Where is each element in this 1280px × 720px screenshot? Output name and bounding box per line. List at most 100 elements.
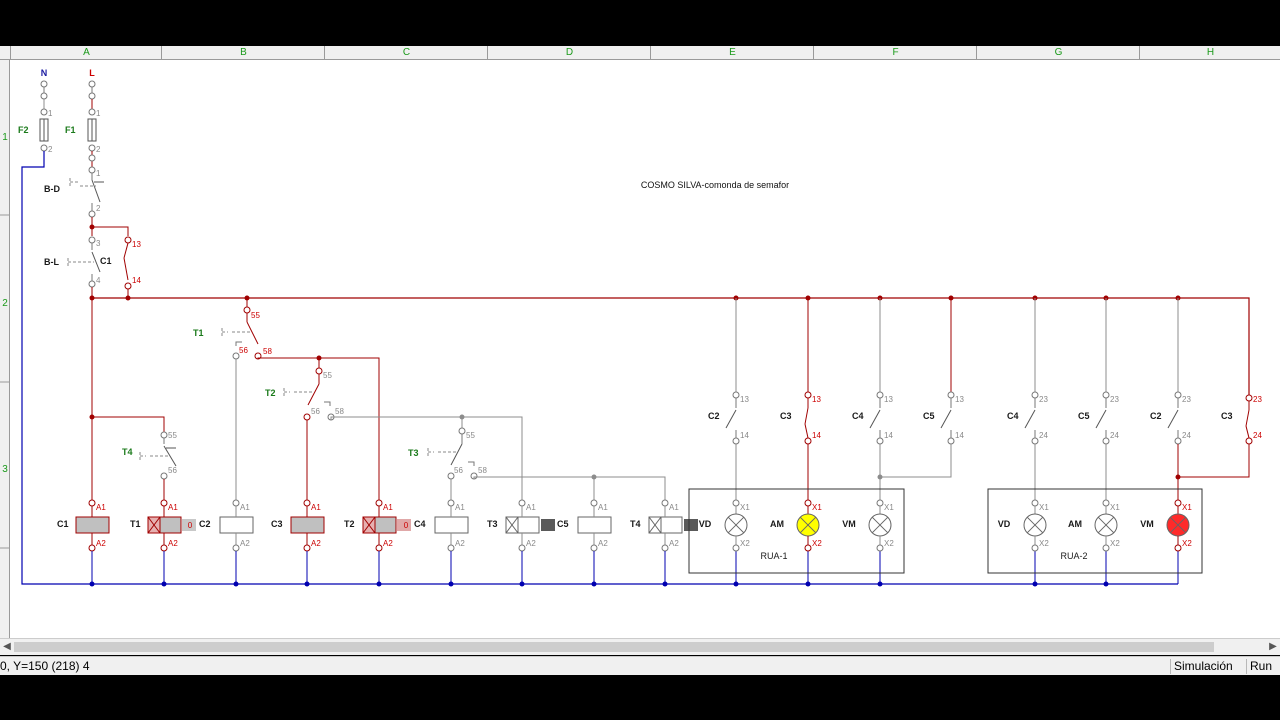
terminal-label: A1 <box>311 503 321 512</box>
coil-c1[interactable] <box>75 499 110 552</box>
column-g: G <box>976 46 1140 59</box>
timer-coil-t3[interactable] <box>505 499 555 552</box>
coil-c4-label: C4 <box>414 519 426 529</box>
coil-c5[interactable] <box>577 499 612 552</box>
scroll-right-icon[interactable]: ▶ <box>1269 641 1277 652</box>
terminal-label: A1 <box>455 503 465 512</box>
terminal-label: 2 <box>48 145 53 154</box>
horizontal-scrollbar[interactable]: ◀ ▶ <box>0 638 1280 655</box>
timer-t1-contact-label: T1 <box>193 328 204 338</box>
terminal-label: X2 <box>1182 539 1192 548</box>
terminal-label: X1 <box>1110 503 1120 512</box>
timer-coil-t2-label: T2 <box>344 519 355 529</box>
column-h: H <box>1139 46 1280 59</box>
coil-c3-label: C3 <box>271 519 283 529</box>
terminal-label: A2 <box>455 539 465 548</box>
row-1: 1 <box>2 132 8 143</box>
terminal-label: 1 <box>96 109 101 118</box>
column-c: C <box>324 46 488 59</box>
terminal-label: 14 <box>884 431 893 440</box>
terminal-label: 56 <box>168 466 177 475</box>
terminal-label: 56 <box>311 407 320 416</box>
terminal-label: X1 <box>1182 503 1192 512</box>
terminal-label: 24 <box>1253 431 1262 440</box>
contact-c5-rua2-label: C5 <box>1078 411 1090 421</box>
start-button-label: B-L <box>44 257 59 267</box>
row-ruler: 1 2 3 <box>0 60 10 640</box>
timer-coil-t2[interactable] <box>362 499 411 552</box>
terminal-label: A2 <box>168 539 178 548</box>
terminal-label: A1 <box>669 503 679 512</box>
contact-c2-rua1-label: C2 <box>708 411 720 421</box>
scroll-left-icon[interactable]: ◀ <box>3 641 11 652</box>
simulation-mode-indicator: Simulación <box>1170 659 1246 674</box>
timer-coil-t4[interactable] <box>648 499 698 552</box>
terminal-label: 23 <box>1110 395 1119 404</box>
status-bar: 0, Y=150 (218) 4 Simulación Run <box>0 656 1280 675</box>
terminal-label: 58 <box>263 347 272 356</box>
terminal-label: 55 <box>466 431 475 440</box>
lamp-group-rua1-name: RUA-1 <box>760 551 787 561</box>
coil-c2-label: C2 <box>199 519 211 529</box>
terminal-label: 56 <box>239 346 248 355</box>
coil-c5-label: C5 <box>557 519 569 529</box>
terminal-label: 3 <box>96 239 101 248</box>
contact-c4-rua2-label: C4 <box>1007 411 1019 421</box>
terminal-label: 13 <box>132 240 141 249</box>
contact-c3-rua2-label: C3 <box>1221 411 1233 421</box>
column-e: E <box>650 46 814 59</box>
terminal-label: A2 <box>383 539 393 548</box>
fuse-f1-label: F1 <box>65 125 76 135</box>
lamp-label: VD <box>699 519 712 529</box>
contact-c3-rua1-label: C3 <box>780 411 792 421</box>
coil-c2[interactable] <box>219 499 254 552</box>
terminal-label: A1 <box>240 503 250 512</box>
terminal-label: 14 <box>955 431 964 440</box>
terminal-label: 24 <box>1039 431 1048 440</box>
terminal-label: 13 <box>812 395 821 404</box>
lamp-label: AM <box>1068 519 1082 529</box>
stop-button-label: B-D <box>44 184 60 194</box>
diagram-title: COSMO SILVA-comonda de semafor <box>641 180 789 190</box>
timer-coil-t4-label: T4 <box>630 519 641 529</box>
terminal-label: 14 <box>740 431 749 440</box>
terminal-label: X1 <box>812 503 822 512</box>
schematic-canvas[interactable] <box>10 60 1280 638</box>
coil-c3[interactable] <box>290 499 325 552</box>
contact-c2-rua2-label: C2 <box>1150 411 1162 421</box>
terminal-label: A1 <box>168 503 178 512</box>
lamp-group-rua2 <box>987 488 1203 574</box>
timer-t2-contact-label: T2 <box>265 388 276 398</box>
coil-c1-label: C1 <box>57 519 69 529</box>
timer-coil-t1-label: T1 <box>130 519 141 529</box>
scrollbar-thumb[interactable] <box>14 642 1214 652</box>
terminal-label: 56 <box>454 466 463 475</box>
letterbox-top <box>0 0 1280 46</box>
terminal-label: 2 <box>96 204 101 213</box>
timer-coil-t3-label: T3 <box>487 519 498 529</box>
terminal-label: X1 <box>884 503 894 512</box>
column-f: F <box>813 46 977 59</box>
terminal-label: 55 <box>168 431 177 440</box>
terminal-label: 1 <box>48 109 53 118</box>
terminal-label: 23 <box>1039 395 1048 404</box>
coil-c4[interactable] <box>434 499 469 552</box>
row-3: 3 <box>2 464 8 475</box>
terminal-label: 24 <box>1182 431 1191 440</box>
terminal-label: 23 <box>1253 395 1262 404</box>
terminal-label: A2 <box>311 539 321 548</box>
terminal-label: 58 <box>478 466 487 475</box>
lamp-group-rua1 <box>688 488 905 574</box>
terminal-label: A1 <box>526 503 536 512</box>
fuse-f2-label: F2 <box>18 125 29 135</box>
terminal-label: 13 <box>884 395 893 404</box>
cursor-coordinates: 0, Y=150 (218) 4 <box>0 659 90 673</box>
terminal-label: A1 <box>598 503 608 512</box>
